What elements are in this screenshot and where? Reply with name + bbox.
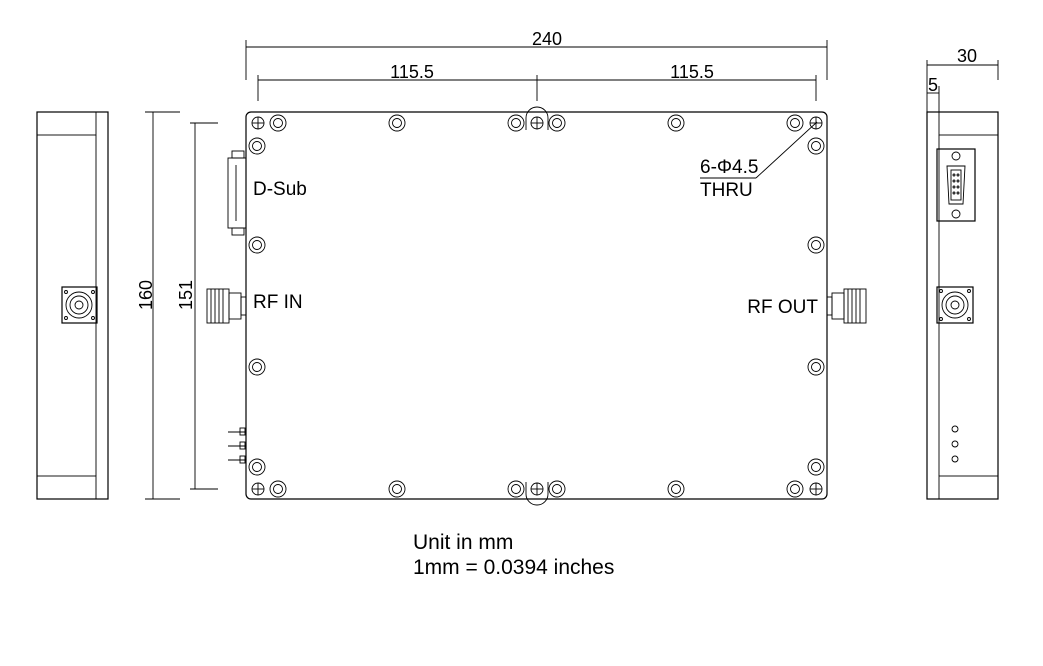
hole-callout: 6-Φ4.5 THRU (700, 121, 818, 201)
screw-icon (248, 358, 266, 376)
through-holes (251, 106, 823, 506)
screw-icon (248, 458, 266, 476)
dim-side-depth: 30 (957, 46, 977, 66)
holes-spec-label: 6-Φ4.5 (700, 157, 758, 178)
screw-icon (667, 114, 685, 132)
dim-total-width: 240 (532, 29, 562, 49)
screw-icon (807, 458, 825, 476)
screw-icon (248, 137, 266, 155)
screw-holes (248, 114, 825, 498)
side-depth-dimension: 30 5 (926, 46, 999, 112)
power-terminals-icon (951, 425, 959, 463)
screw-icon (548, 480, 566, 498)
half-width-dimensions: 115.5 115.5 (257, 62, 817, 101)
hole-height-dimension: 151 (176, 122, 218, 490)
rf-in-connector-icon (206, 288, 247, 324)
screw-icon (269, 480, 287, 498)
power-pins-icon (228, 427, 246, 464)
screw-icon (507, 480, 525, 498)
dim-total-height: 160 (136, 280, 156, 310)
height-dimension: 160 (136, 111, 180, 500)
dim-half-left: 115.5 (390, 62, 434, 82)
screw-icon (667, 480, 685, 498)
through-hole-icon (251, 116, 265, 130)
conversion-note: 1mm = 0.0394 inches (413, 556, 614, 579)
holes-thru-label: THRU (700, 180, 753, 201)
dsub-label: D-Sub (253, 179, 307, 200)
rf-out-port-icon (936, 286, 974, 324)
dim-hole-height: 151 (176, 280, 196, 310)
right-side-view: 30 5 (926, 46, 999, 500)
through-hole-icon (809, 482, 823, 496)
screw-icon (786, 114, 804, 132)
screw-icon (269, 114, 287, 132)
main-body: D-Sub RF IN RF OUT 6-Φ4.5 THRU (206, 106, 867, 506)
dim-half-right: 115.5 (670, 62, 714, 82)
dim-side-offset: 5 (928, 75, 938, 95)
rf-connector-icon (61, 286, 98, 324)
screw-icon (388, 480, 406, 498)
rf-out-connector-icon (826, 288, 867, 324)
screw-icon (548, 114, 566, 132)
screw-icon (248, 236, 266, 254)
screw-icon (388, 114, 406, 132)
rf-in-label: RF IN (253, 292, 303, 313)
screw-icon (807, 137, 825, 155)
screw-icon (807, 236, 825, 254)
width-dimension: 240 (245, 29, 828, 80)
dsub-port-icon (936, 148, 976, 222)
screw-icon (786, 480, 804, 498)
screw-icon (807, 358, 825, 376)
through-hole-icon (251, 482, 265, 496)
rf-out-label: RF OUT (747, 297, 818, 318)
through-hole-icon (525, 482, 549, 506)
left-side-view (36, 111, 109, 500)
dsub-connector-icon (227, 150, 247, 236)
unit-note: Unit in mm (413, 531, 513, 554)
screw-icon (507, 114, 525, 132)
through-hole-icon (525, 106, 549, 130)
